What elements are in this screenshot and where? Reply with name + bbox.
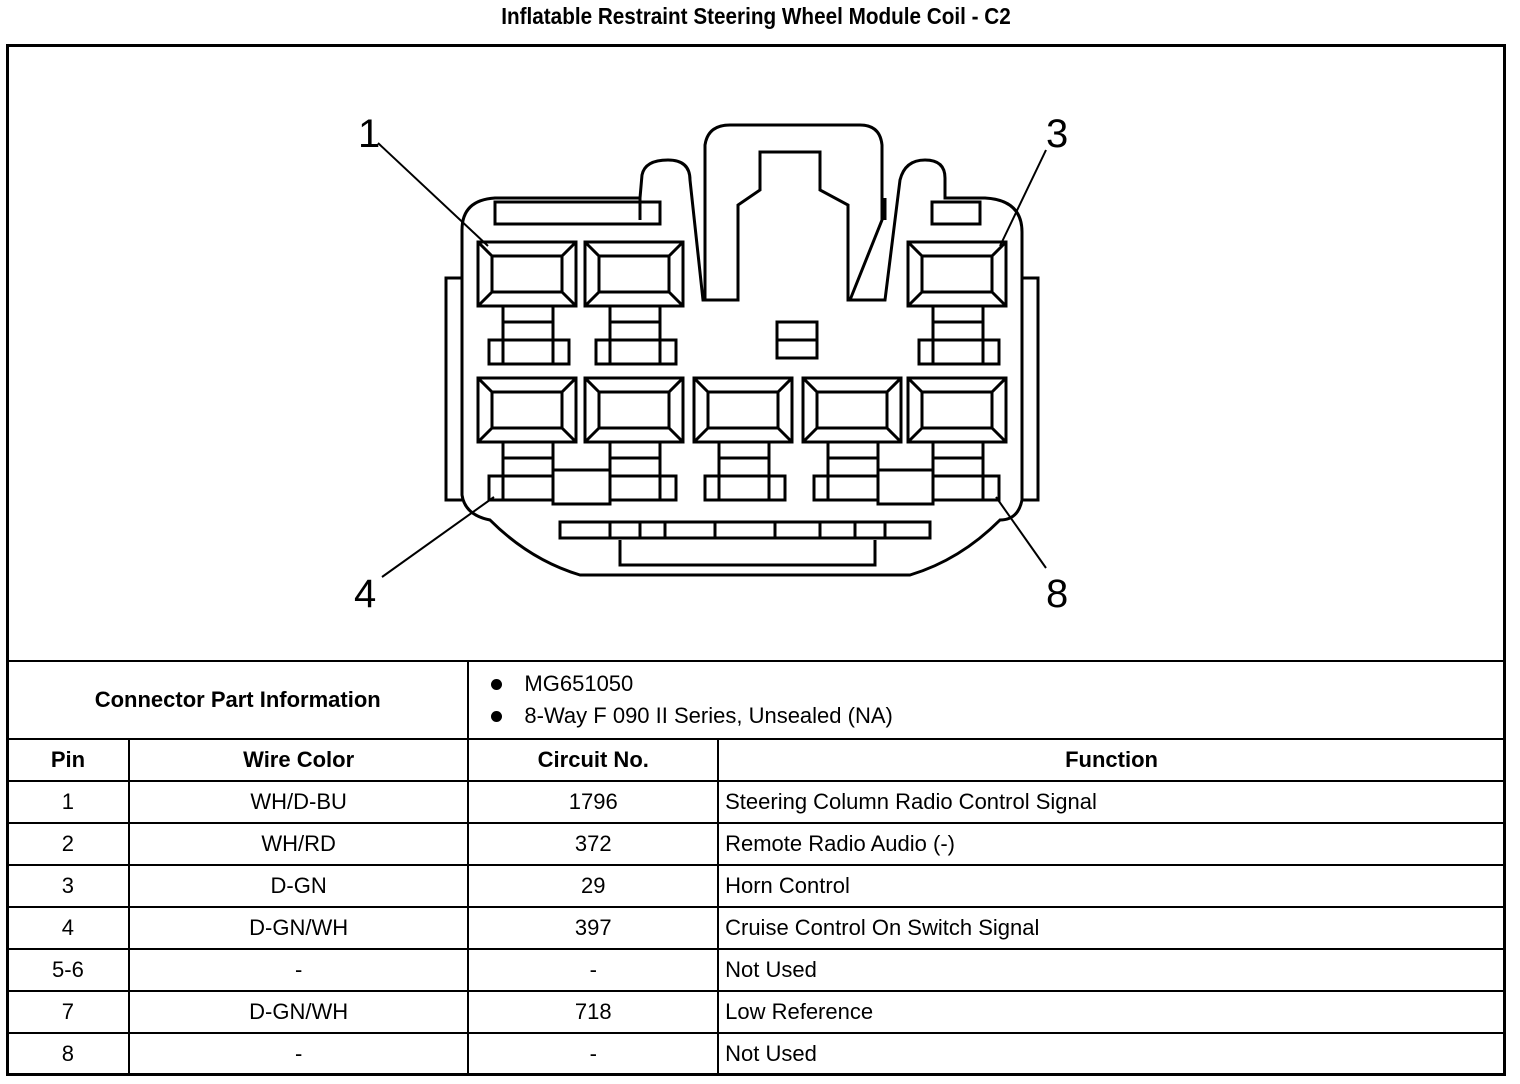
list-item: MG651050 bbox=[491, 668, 1504, 700]
cell-function: Cruise Control On Switch Signal bbox=[717, 906, 1506, 950]
header-wire-color: Wire Color bbox=[127, 738, 470, 782]
header-pin: Pin bbox=[6, 738, 130, 782]
header-circuit-no: Circuit No. bbox=[467, 738, 720, 782]
cell-function: Not Used bbox=[717, 1032, 1506, 1076]
latch bbox=[703, 123, 884, 301]
connector-housing bbox=[460, 150, 1024, 577]
cell-wire-color: D-GN/WH bbox=[127, 906, 470, 950]
cell-wire-color: WH/D-BU bbox=[127, 780, 470, 824]
connector-info-list: MG651050 8-Way F 090 II Series, Unsealed… bbox=[467, 660, 1506, 740]
table-row: 2 WH/RD 372 Remote Radio Audio (-) bbox=[6, 822, 1506, 866]
cell-wire-color: - bbox=[127, 948, 470, 992]
leader-pin-3 bbox=[999, 149, 1047, 247]
pin-label-3: 3 bbox=[1046, 112, 1068, 156]
cell-wire-color: D-GN/WH bbox=[127, 990, 470, 1034]
cell-pin: 5-6 bbox=[6, 948, 130, 992]
cell-pin: 3 bbox=[6, 864, 130, 908]
cavity-row-top bbox=[476, 240, 1008, 366]
cavity-8 bbox=[906, 376, 1008, 502]
table-row: 7 D-GN/WH 718 Low Reference bbox=[6, 990, 1506, 1034]
pinout-table: Connector Part Information MG651050 8-Wa… bbox=[5, 660, 1506, 1076]
cell-circuit: 397 bbox=[467, 906, 720, 950]
leader-pin-1 bbox=[377, 142, 489, 247]
cell-wire-color: WH/RD bbox=[127, 822, 470, 866]
table-row: 4 D-GN/WH 397 Cruise Control On Switch S… bbox=[6, 906, 1506, 950]
bullet-icon bbox=[491, 678, 503, 690]
cell-function: Horn Control bbox=[717, 864, 1506, 908]
cell-function: Low Reference bbox=[717, 990, 1506, 1034]
cell-function: Steering Column Radio Control Signal bbox=[717, 780, 1506, 824]
header-function: Function bbox=[717, 738, 1506, 782]
table-row: 5-6 - - Not Used bbox=[6, 948, 1506, 992]
connector-diagram: 1 3 4 8 bbox=[354, 112, 1068, 616]
cell-pin: 1 bbox=[6, 780, 130, 824]
cavity-6 bbox=[692, 376, 794, 502]
connector-info-label: Connector Part Information bbox=[5, 660, 470, 740]
cell-pin: 7 bbox=[6, 990, 130, 1034]
cell-pin: 4 bbox=[6, 906, 130, 950]
cell-function: Not Used bbox=[717, 948, 1506, 992]
cell-pin: 8 bbox=[6, 1032, 130, 1076]
cavity-row-bottom bbox=[476, 376, 1008, 506]
pin-label-4: 4 bbox=[354, 572, 376, 616]
cell-circuit: - bbox=[467, 948, 720, 992]
cell-circuit: 1796 bbox=[467, 780, 720, 824]
table-header-row: Pin Wire Color Circuit No. Function bbox=[6, 738, 1506, 782]
cell-wire-color: - bbox=[127, 1032, 470, 1076]
page-title: Inflatable Restraint Steering Wheel Modu… bbox=[501, 3, 1011, 29]
connector-info-row: Connector Part Information MG651050 8-Wa… bbox=[5, 660, 1506, 740]
cavity-2 bbox=[583, 240, 685, 366]
leader-pin-4 bbox=[381, 496, 495, 578]
bullet-icon bbox=[491, 710, 503, 722]
list-item: 8-Way F 090 II Series, Unsealed (NA) bbox=[491, 700, 1504, 732]
pin-label-1: 1 bbox=[358, 112, 380, 156]
table-row: 1 WH/D-BU 1796 Steering Column Radio Con… bbox=[6, 780, 1506, 824]
leader-pin-8 bbox=[995, 496, 1047, 569]
cavity-3 bbox=[906, 240, 1008, 366]
table-row: 3 D-GN 29 Horn Control bbox=[6, 864, 1506, 908]
cell-circuit: 372 bbox=[467, 822, 720, 866]
table-row: 8 - - Not Used bbox=[6, 1032, 1506, 1076]
cell-function: Remote Radio Audio (-) bbox=[717, 822, 1506, 866]
cell-circuit: 718 bbox=[467, 990, 720, 1034]
cell-circuit: - bbox=[467, 1032, 720, 1076]
cell-circuit: 29 bbox=[467, 864, 720, 908]
cell-wire-color: D-GN bbox=[127, 864, 470, 908]
cell-pin: 2 bbox=[6, 822, 130, 866]
pin-label-8: 8 bbox=[1046, 572, 1068, 616]
cavity-1 bbox=[476, 240, 578, 366]
